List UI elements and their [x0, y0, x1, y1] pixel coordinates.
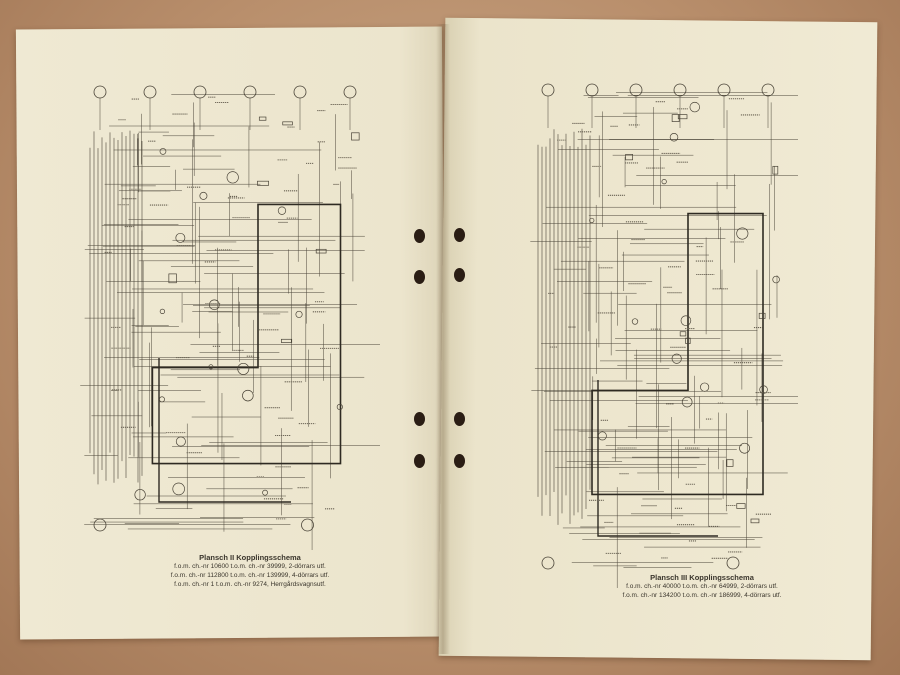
punch-hole	[414, 270, 425, 284]
punch-hole	[414, 229, 425, 243]
punch-hole	[454, 412, 465, 426]
punch-hole	[414, 412, 425, 426]
punch-hole	[454, 268, 465, 282]
plate-line: f.o.m. ch.-nr 134200 t.o.m. ch.-nr 18699…	[622, 592, 782, 599]
plate-caption-left: Plansch II Kopplingsschema f.o.m. ch.-nr…	[120, 553, 380, 589]
plate-title: Plansch III Kopplingsschema	[650, 573, 754, 582]
plate-caption-right: Plansch III Kopplingsschema f.o.m. ch.-n…	[572, 573, 832, 600]
plate-line: f.o.m. ch.-nr 10600 t.o.m. ch.-nr 39999,…	[174, 563, 326, 570]
plate-title: Plansch II Kopplingsschema	[199, 553, 301, 562]
wiring-diagram-right	[530, 83, 798, 588]
punch-hole	[414, 454, 425, 468]
punch-hole	[454, 228, 465, 242]
punch-hole	[454, 454, 465, 468]
binding-gutter	[436, 24, 450, 654]
wiring-diagram-left	[80, 85, 380, 550]
plate-line: f.o.m. ch.-nr 40000 t.o.m. ch.-nr 64999,…	[626, 583, 778, 590]
plate-line: f.o.m. ch.-nr 1 t.o.m. ch.-nr 9274, Herr…	[174, 581, 326, 588]
plate-line: f.o.m. ch.-nr 112800 t.o.m. ch.-nr 13999…	[170, 572, 330, 579]
